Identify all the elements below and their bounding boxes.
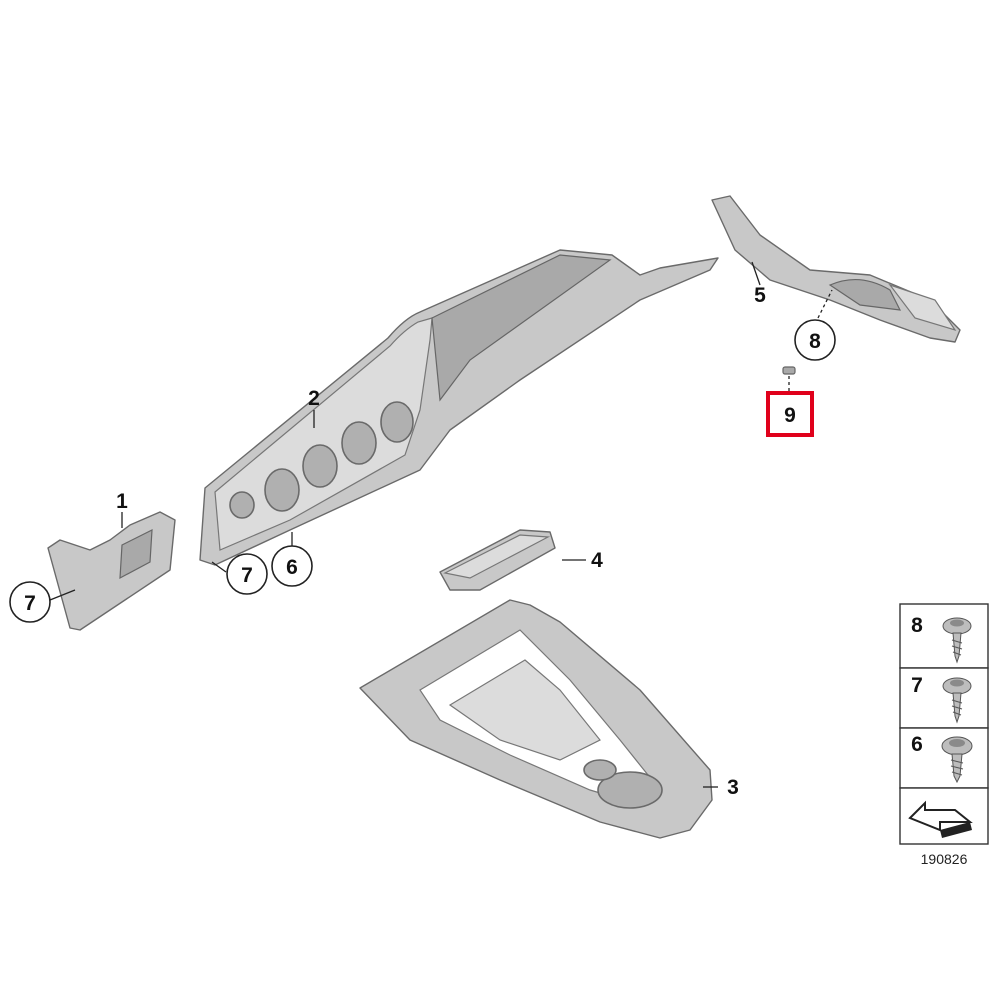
part-2-dash-trim [199, 249, 719, 566]
callout-9-highlighted: 9 [766, 391, 814, 437]
svg-text:7: 7 [241, 564, 253, 587]
svg-text:4: 4 [591, 549, 603, 572]
callout-4: 4 [591, 549, 603, 572]
part-4-cover-plate [439, 529, 556, 591]
svg-text:2: 2 [308, 387, 320, 410]
part-5-handle-trim [711, 195, 961, 343]
direction-arrow-icon [908, 800, 973, 838]
leader-lines [49, 261, 833, 788]
svg-text:6: 6 [286, 556, 298, 579]
svg-text:9: 9 [784, 404, 796, 427]
fastener-legend: 8 7 6 [899, 603, 989, 867]
svg-text:8: 8 [809, 330, 821, 353]
callout-1: 1 [116, 490, 128, 513]
callout-5: 5 [754, 284, 766, 307]
legend-item-8: 8 [911, 614, 972, 664]
svg-text:3: 3 [727, 776, 739, 799]
part-1-left-trim [47, 511, 176, 631]
diagram-code: 190826 [921, 851, 968, 867]
legend-item-7: 7 [911, 674, 972, 724]
highlight-box [766, 391, 814, 437]
legend-item-6: 6 [911, 733, 973, 784]
svg-text:1: 1 [116, 490, 128, 513]
svg-text:6: 6 [911, 733, 923, 756]
callout-8: 8 [794, 319, 836, 361]
svg-text:8: 8 [911, 614, 923, 637]
part-3-console-frame [359, 599, 713, 839]
svg-text:7: 7 [911, 674, 923, 697]
callout-7-center: 7 [226, 553, 268, 595]
svg-text:7: 7 [24, 592, 36, 615]
callout-6: 6 [271, 545, 313, 587]
svg-text:5: 5 [754, 284, 766, 307]
screw-icon [942, 677, 972, 724]
callout-3: 3 [727, 776, 739, 799]
callout-7-left: 7 [9, 581, 51, 623]
callout-2: 2 [308, 387, 320, 410]
screw-icon [941, 736, 973, 784]
part-9-clip [782, 366, 796, 375]
screw-icon [942, 617, 972, 664]
